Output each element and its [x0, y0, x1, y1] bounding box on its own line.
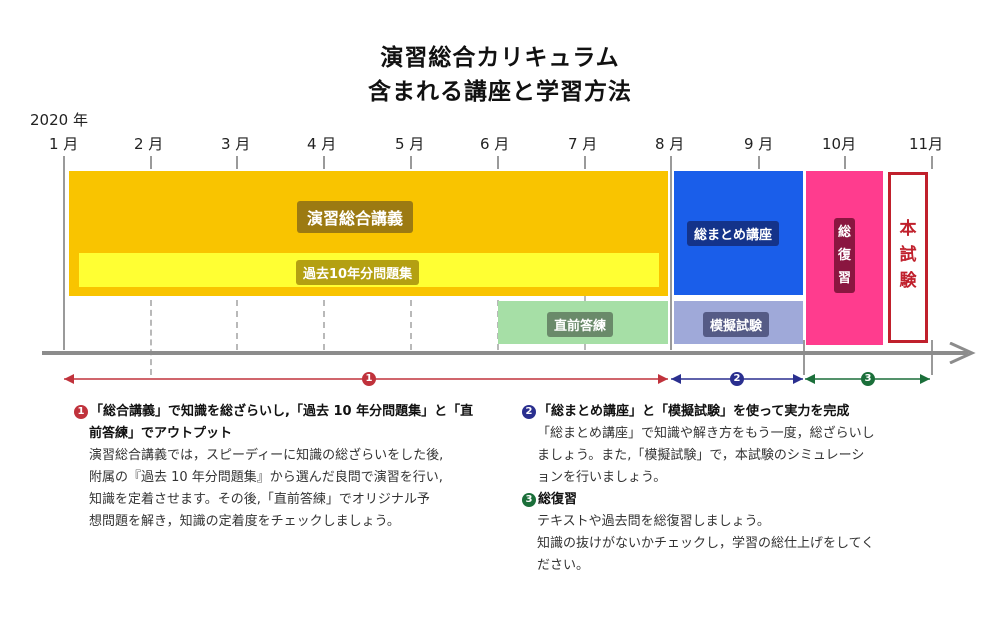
lecture-label: 演習総合講義 [297, 201, 414, 233]
note-2-line: ョンを行いましょう。 [537, 470, 667, 485]
tick [236, 156, 238, 169]
gridline [63, 156, 65, 350]
note-1-line: 想問題を解き，知識の定着度をチェックしましょう。 [89, 514, 400, 529]
note-3-line: 知識の抜けがないかチェックし，学習の総仕上げをしてく [537, 536, 875, 551]
gridline [803, 340, 805, 375]
exam-box [888, 172, 928, 343]
mock-exam-label: 模擬試験 [703, 312, 770, 337]
note-2-heading: 「総まとめ講座」と「模擬試験」を使って実力を完成 [538, 404, 850, 419]
gridline [410, 300, 412, 350]
month-label: 1 月 [49, 135, 79, 153]
month-label: 8 月 [655, 135, 685, 153]
note-3-line: テキストや過去問を総復習しましょう。 [537, 514, 770, 529]
note-3-line: ださい。 [537, 558, 590, 573]
note-1: 1「総合講義」で知識を総ざらいし,「過去 10 年分問題集」と「直 前答練」でア… [74, 401, 504, 533]
tick [758, 156, 760, 169]
gridline [323, 300, 325, 350]
phase2-badge: 2 [730, 372, 744, 386]
page-title: 演習総合カリキュラム [380, 45, 620, 71]
month-label: 10月 [822, 135, 857, 153]
gridline [150, 300, 152, 375]
phase2-marker: 2 [522, 405, 536, 419]
gridline [931, 340, 933, 375]
phase-arrows [64, 374, 930, 384]
note-1-heading-b: 前答練」でアウトプット [89, 426, 233, 441]
gridline [236, 300, 238, 350]
month-label: 11月 [909, 135, 944, 153]
timeline-arrow [42, 342, 976, 364]
note-2: 2「総まとめ講座」と「模擬試験」を使って実力を完成 「総まとめ講座」で知識や解き… [522, 401, 942, 577]
gridline [670, 156, 672, 350]
phase1-badge: 1 [362, 372, 376, 386]
exam-label: 本 試 験 [899, 219, 917, 291]
phase1-marker: 1 [74, 405, 88, 419]
month-label: 9 月 [744, 135, 774, 153]
tick [410, 156, 412, 169]
month-label: 6 月 [480, 135, 510, 153]
review-label: 総 復 習 [834, 218, 856, 293]
note-3-heading: 総復習 [538, 492, 578, 507]
month-label: 4 月 [307, 135, 337, 153]
final-drill-label: 直前答練 [547, 312, 614, 337]
tick [931, 156, 933, 169]
month-label: 7 月 [568, 135, 598, 153]
note-1-line: 演習総合講義では，スピーディーに知識の総ざらいをした後, [89, 448, 444, 463]
month-label: 2 月 [134, 135, 164, 153]
tick [150, 156, 152, 169]
phase3-marker: 3 [522, 493, 536, 507]
phase3-badge: 3 [861, 372, 875, 386]
tick [497, 156, 499, 169]
tick [584, 156, 586, 169]
past-exam-label: 過去10年分問題集 [296, 260, 420, 285]
month-label: 3 月 [221, 135, 251, 153]
note-2-line: 「総まとめ講座」で知識や解き方をもう一度，総ざらいし [537, 426, 875, 441]
summary-label: 総まとめ講座 [687, 221, 780, 246]
note-1-line: 附属の『過去 10 年分問題集』から選んだ良問で演習を行い, [89, 470, 443, 485]
tick [323, 156, 325, 169]
month-label: 5 月 [395, 135, 425, 153]
note-2-line: ましょう。また,「模擬試験」で，本試験のシミュレーシ [537, 448, 865, 463]
tick [844, 156, 846, 169]
year-label: 2020 年 [30, 111, 88, 129]
note-1-heading-a: 「総合講義」で知識を総ざらいし,「過去 10 年分問題集」と「直 [90, 404, 474, 419]
note-1-line: 知識を定着させます。その後,「直前答練」でオリジナル予 [89, 492, 430, 507]
page-subtitle: 含まれる講座と学習方法 [368, 79, 632, 105]
